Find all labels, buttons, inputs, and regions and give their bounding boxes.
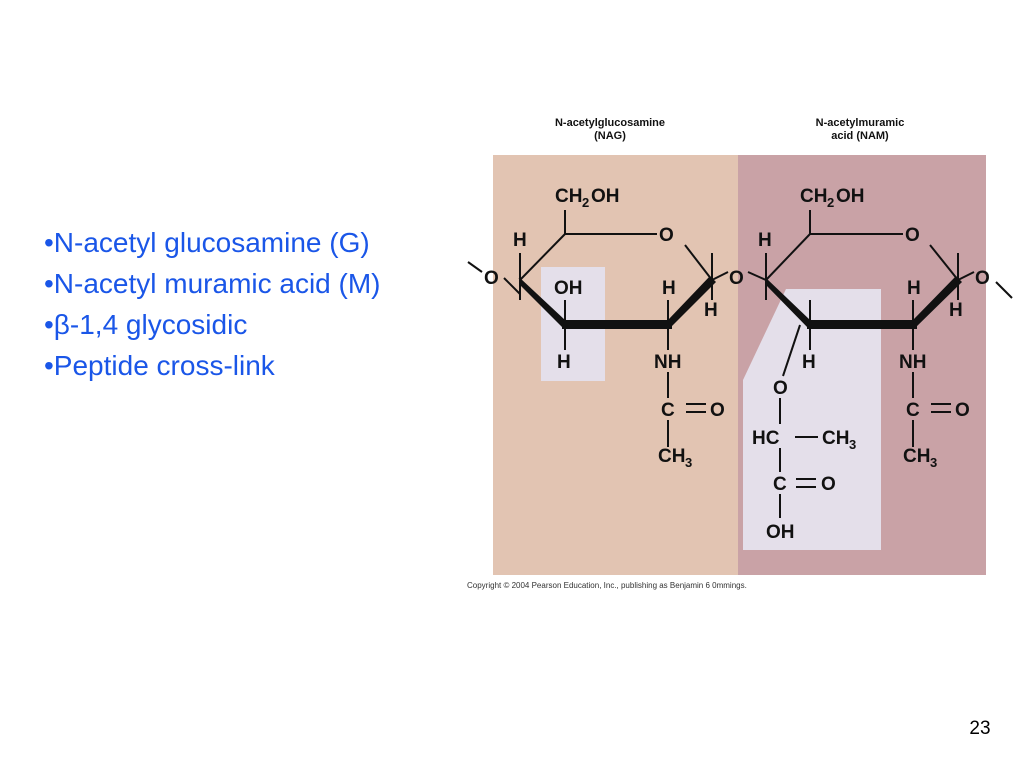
- nag-carbonyl-o: O: [710, 400, 725, 421]
- nag-h-c4: H: [513, 230, 527, 251]
- nag-name-label: N-acetylglucosamine: [555, 117, 665, 129]
- nag-carbonyl-c: C: [661, 400, 675, 421]
- glycosidic-oxygen-left: O: [484, 268, 499, 289]
- nam-h-c4: H: [758, 230, 772, 251]
- nag-h-c1: H: [704, 300, 718, 321]
- nag-ch2-label: CH: [555, 186, 582, 207]
- nag-ch2-oh-label: OH: [591, 186, 620, 207]
- nam-nh-label: NH: [899, 352, 926, 373]
- nam-carbonyl-c: C: [906, 400, 920, 421]
- nam-hc-ch3-label: CH: [822, 428, 849, 449]
- glycosidic-oxygen-right: O: [975, 268, 990, 289]
- nam-name-label: N-acetylmuramic: [816, 117, 905, 129]
- copyright-notice: Copyright © 2004 Pearson Education, Inc.…: [467, 581, 747, 590]
- nag-ring-front-bond: [562, 320, 672, 329]
- nag-ch3-subscript: 3: [685, 455, 692, 470]
- nam-ch2-oh-label: OH: [836, 186, 865, 207]
- nam-hc-label: HC: [752, 428, 780, 449]
- bullet-nam: •N-acetyl muramic acid (M): [44, 268, 381, 299]
- slide-number: 23: [969, 718, 991, 739]
- nam-ring-front-bond: [807, 320, 917, 329]
- nag-ring-oxygen: O: [659, 225, 674, 246]
- nam-abbr-label: acid (NAM): [831, 130, 889, 142]
- nag-h-bottom: H: [557, 352, 571, 373]
- nam-h-c1: H: [949, 300, 963, 321]
- nag-oh-label: OH: [554, 278, 583, 299]
- nam-lactyl-oxygen: O: [773, 378, 788, 399]
- nam-h-c1-top: H: [907, 278, 921, 299]
- glycosidic-oxygen-middle: O: [729, 268, 744, 289]
- nag-ch3-label: CH: [658, 446, 685, 467]
- nam-carboxyl-o: O: [821, 474, 836, 495]
- nam-carbonyl-o: O: [955, 400, 970, 421]
- bullet-glycosidic: •β-1,4 glycosidic: [44, 309, 248, 340]
- nag-abbr-label: (NAG): [594, 130, 626, 142]
- nag-ch2-subscript: 2: [582, 195, 589, 210]
- nam-carboxyl-c: C: [773, 474, 787, 495]
- nag-h-c3-top: H: [662, 278, 676, 299]
- nam-h-c3: H: [802, 352, 816, 373]
- nam-ch3-subscript: 3: [930, 455, 937, 470]
- nam-ch3-label: CH: [903, 446, 930, 467]
- bullet-list: •N-acetyl glucosamine (G) •N-acetyl mura…: [44, 222, 381, 386]
- nam-lactyl-highlight: [743, 289, 881, 550]
- bullet-nag: •N-acetyl glucosamine (G): [44, 227, 370, 258]
- nam-carboxyl-oh: OH: [766, 522, 795, 543]
- nam-hc-ch3-subscript: 3: [849, 437, 856, 452]
- nam-ring-oxygen: O: [905, 225, 920, 246]
- bullet-peptide: •Peptide cross-link: [44, 350, 275, 381]
- nam-ch2-label: CH: [800, 186, 827, 207]
- nam-ch2-subscript: 2: [827, 195, 834, 210]
- nag-panel: [493, 155, 738, 575]
- nag-nh-label: NH: [654, 352, 681, 373]
